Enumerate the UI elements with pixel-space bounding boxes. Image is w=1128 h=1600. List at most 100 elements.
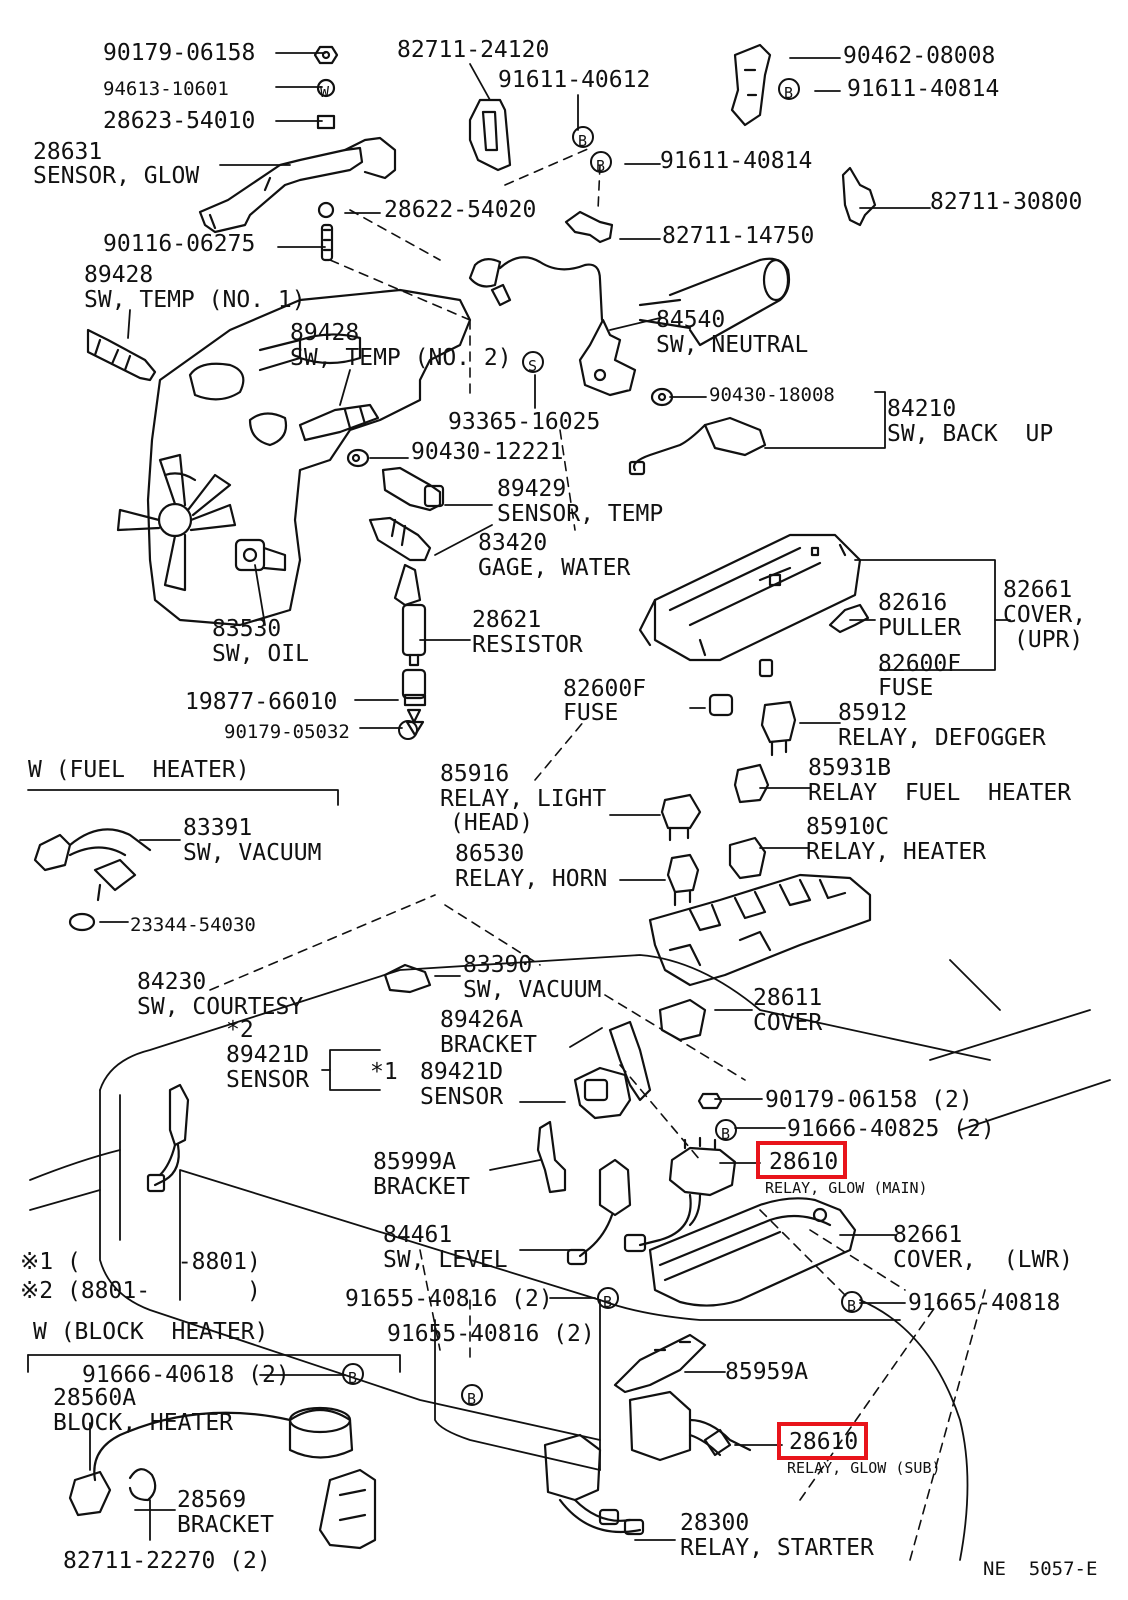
- part-number-91611-40814: 91611-40814: [847, 76, 1000, 102]
- part-number-82600f: 82600F: [878, 651, 962, 677]
- part-name-resistor: RESISTOR: [472, 632, 583, 658]
- vehicle-body-outline: [29, 954, 1111, 1561]
- part-name-cover: COVER: [753, 1010, 823, 1036]
- diagram-code: NE 5057-E: [983, 1558, 1098, 1580]
- part-number-89421d: 89421D: [420, 1059, 504, 1085]
- part-number-89421d: 89421D: [226, 1042, 310, 1068]
- part-number-91611-40814: 91611-40814: [660, 148, 813, 174]
- part-name-relay-heater: RELAY, HEATER: [806, 839, 987, 865]
- part-name-sensor-temp: SENSOR, TEMP: [497, 501, 664, 527]
- marker-w: W: [320, 83, 330, 101]
- marker-b: B: [467, 1390, 477, 1408]
- part-number-85959a: 85959A: [725, 1359, 809, 1385]
- part-name-upr: (UPR): [1014, 627, 1084, 653]
- part-name-bracket: BRACKET: [440, 1032, 537, 1058]
- part-name-sw-neutral: SW, NEUTRAL: [656, 332, 809, 358]
- part-name-block-heater: BLOCK, HEATER: [53, 1410, 234, 1436]
- part-number-89429: 89429: [497, 476, 567, 502]
- part-number-85916: 85916: [440, 761, 510, 787]
- part-name-relay-defogger: RELAY, DEFOGGER: [838, 725, 1046, 751]
- marker-b: B: [603, 1293, 613, 1311]
- component-drawings: [33, 43, 877, 1550]
- marker-b: B: [784, 84, 794, 102]
- note-1-range: ※1 ( -8801): [20, 1249, 261, 1275]
- part-number-28569: 28569: [177, 1487, 247, 1513]
- highlight-box-28610-sub: [777, 1422, 868, 1460]
- part-name-fuse: FUSE: [878, 675, 934, 701]
- marker-b: B: [596, 157, 606, 175]
- note-2-range: ※2 (8801- ): [20, 1278, 261, 1304]
- part-number-91665-40818: 91665-40818: [908, 1290, 1061, 1316]
- part-name-sensor: SENSOR: [420, 1084, 504, 1110]
- part-number-91611-40612: 91611-40612: [498, 67, 651, 93]
- part-name-puller: PULLER: [878, 615, 962, 641]
- part-number-83420: 83420: [478, 530, 548, 556]
- part-number-90179-05032: 90179-05032: [224, 721, 350, 743]
- part-number-93365-16025: 93365-16025: [448, 409, 601, 435]
- part-number-19877-66010: 19877-66010: [185, 689, 338, 715]
- part-name-sw-courtesy: SW, COURTESY: [137, 994, 304, 1020]
- part-number-94613-10601: 94613-10601: [103, 78, 229, 100]
- highlight-box-28610-main: [756, 1141, 847, 1179]
- marker-b: B: [578, 132, 588, 150]
- note-star-1: *1: [370, 1059, 398, 1085]
- part-number-82661: 82661: [893, 1222, 963, 1248]
- part-number-84540: 84540: [656, 307, 726, 333]
- part-number-83530: 83530: [212, 616, 282, 642]
- dashed-lines: [209, 147, 986, 1561]
- part-number-28300: 28300: [680, 1510, 750, 1536]
- part-name-relay-fuel-heater: RELAY FUEL HEATER: [808, 780, 1072, 806]
- leader-lines: [27, 52, 1011, 1541]
- part-number-90179-06158-2: 90179-06158 (2): [765, 1087, 973, 1113]
- part-number-82711-14750: 82711-14750: [662, 223, 815, 249]
- part-name-relay-glow-main: RELAY, GLOW (MAIN): [765, 1179, 928, 1197]
- note-star-2: *2: [226, 1017, 254, 1043]
- part-number-90430-18008: 90430-18008: [709, 384, 835, 406]
- engine-drawing: [116, 288, 472, 724]
- part-number-82711-24120: 82711-24120: [397, 37, 550, 63]
- part-name-bracket: BRACKET: [177, 1512, 274, 1538]
- part-number-86530: 86530: [455, 841, 525, 867]
- part-number-90179-06158: 90179-06158: [103, 40, 256, 66]
- part-name-sw-temp-2: SW, TEMP (NO. 2): [290, 345, 512, 371]
- part-number-28622-54020: 28622-54020: [384, 197, 537, 223]
- marker-s: S: [528, 357, 538, 375]
- part-name-sw-level: SW, LEVEL: [383, 1247, 508, 1273]
- part-name-relay-glow-sub: RELAY, GLOW (SUB): [787, 1459, 941, 1477]
- part-number-82711-30800: 82711-30800: [930, 189, 1083, 215]
- part-name-sensor-glow: SENSOR, GLOW: [33, 163, 200, 189]
- part-name-sw-vacuum: SW, VACUUM: [183, 840, 322, 866]
- part-name-sw-vacuum: SW, VACUUM: [463, 977, 602, 1003]
- part-name-bracket: BRACKET: [373, 1174, 470, 1200]
- part-name-sw-back-up: SW, BACK UP: [887, 421, 1054, 447]
- part-number-28610-sub: 28610: [789, 1429, 859, 1455]
- marker-circles: [342, 78, 863, 1406]
- part-name-sw-temp-1: SW, TEMP (NO. 1): [84, 287, 306, 313]
- part-name-sensor: SENSOR: [226, 1067, 310, 1093]
- part-name-relay-horn: RELAY, HORN: [455, 866, 608, 892]
- part-number-82616: 82616: [878, 590, 948, 616]
- part-number-28631: 28631: [33, 139, 103, 165]
- part-number-90116-06275: 90116-06275: [103, 231, 256, 257]
- part-number-82711-22270-2: 82711-22270 (2): [63, 1548, 271, 1574]
- part-number-85912: 85912: [838, 700, 908, 726]
- part-number-23344-54030: 23344-54030: [130, 914, 256, 936]
- part-number-28610-main: 28610: [769, 1149, 839, 1175]
- part-number-28560a: 28560A: [53, 1385, 137, 1411]
- part-number-85999a: 85999A: [373, 1149, 457, 1175]
- part-number-91666-40618-2: 91666-40618 (2): [82, 1362, 290, 1388]
- part-name-fuse: FUSE: [563, 700, 619, 726]
- section-title-block-heater: W (BLOCK HEATER): [33, 1319, 269, 1345]
- part-number-85931b: 85931B: [808, 755, 892, 781]
- part-number-85910c: 85910C: [806, 814, 890, 840]
- marker-b: B: [348, 1369, 358, 1387]
- part-name-sw-oil: SW, OIL: [212, 641, 309, 667]
- part-number-91655-40816-2: 91655-40816 (2): [345, 1286, 553, 1312]
- part-number-82600f: 82600F: [563, 676, 647, 702]
- part-number-28623-54010: 28623-54010: [103, 108, 256, 134]
- part-name-cover-lwr: COVER, (LWR): [893, 1247, 1074, 1273]
- part-name-gage-water: GAGE, WATER: [478, 555, 631, 581]
- section-title-fuel-heater: W (FUEL HEATER): [28, 757, 250, 783]
- part-number-84210: 84210: [887, 396, 957, 422]
